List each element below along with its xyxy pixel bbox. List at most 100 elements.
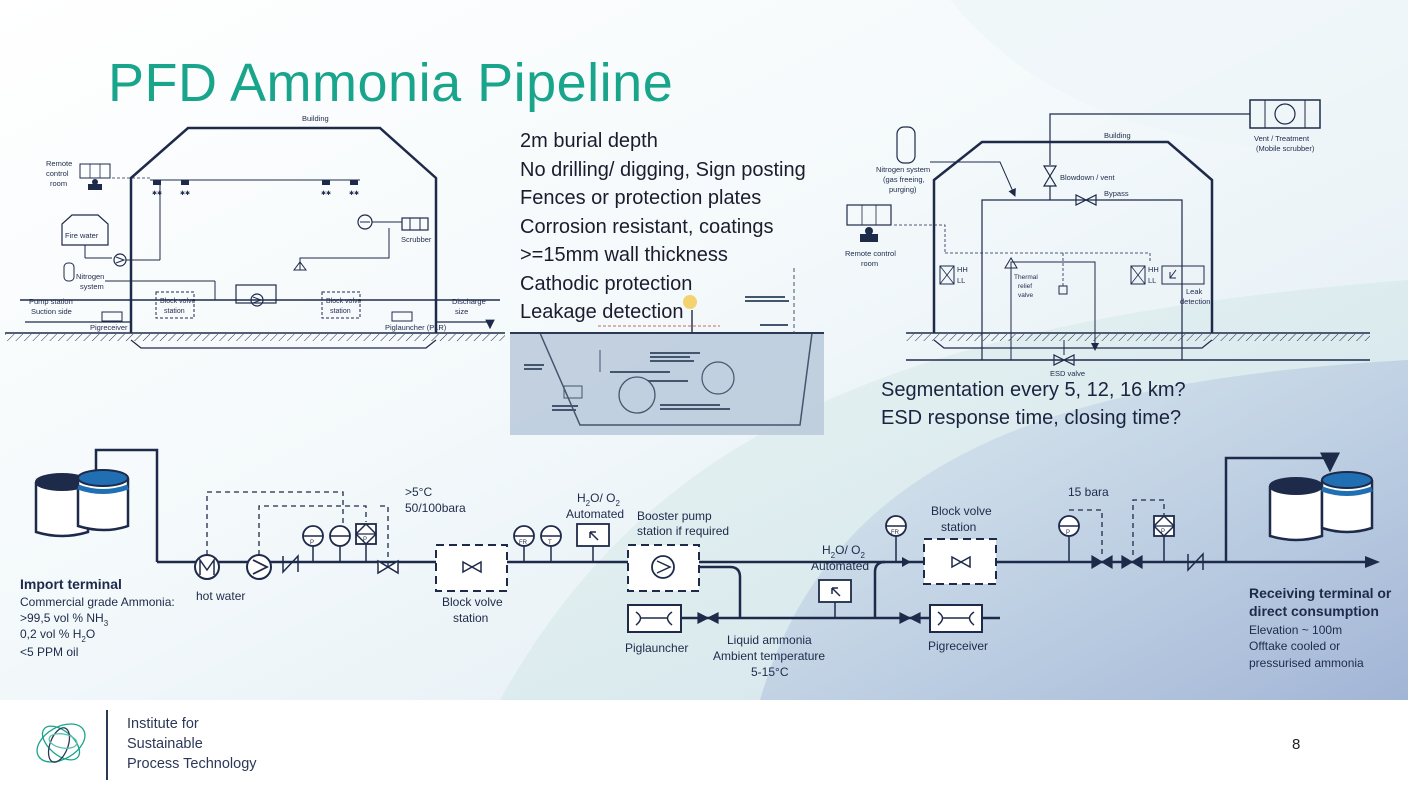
pressure-indicator-icon (302, 525, 324, 562)
thermal-relief-valve-icon (1004, 257, 1018, 269)
pigreceiver-label: Pigreceiver (90, 323, 128, 332)
leak-detection-icon (1161, 265, 1205, 285)
nitrogen-label-2: system (80, 282, 104, 291)
n2-label-2: (gas freeing, (883, 175, 925, 184)
level-switch-left (939, 265, 955, 285)
control-valve-icon (377, 559, 399, 575)
trench-diagram (510, 268, 824, 435)
requirement-item: Leakage detection (520, 301, 684, 323)
footer-divider (106, 710, 108, 780)
leak-label-2: detection (1180, 297, 1210, 306)
institute-line: Institute for (127, 716, 199, 732)
segmentation-questions: Segmentation every 5, 12, 16 km? ESD res… (881, 376, 1186, 432)
n2-label-1: Nitrogen system (876, 165, 930, 174)
import-line-4: <5 PPM oil (20, 645, 78, 659)
slide-background (0, 0, 1408, 700)
discharge-label-1: Discharge (452, 297, 486, 306)
valve-building-diagram: Building Vent / Treatment (Mobile scrubb… (845, 99, 1370, 378)
remote-control-label-1: Remote (46, 159, 72, 168)
building-outline-right (932, 140, 1214, 333)
bvs-left-2: station (164, 308, 185, 315)
level-switch-right (1130, 265, 1146, 285)
requirement-item: Corrosion resistant, coatings (520, 215, 774, 238)
requirements-list: 2m burial depth No drilling/ digging, Si… (520, 127, 806, 327)
import-line-2: >99,5 vol % NH3 (20, 611, 109, 628)
pressure-15-label: 15 bara (1068, 485, 1109, 499)
nitrogen-cylinder (63, 262, 75, 282)
import-line-1: Commercial grade Ammonia: (20, 595, 175, 609)
fire-water-label: Fire water (65, 231, 99, 240)
piglauncher-icon (391, 311, 413, 322)
pressure-transmitter-icon (354, 522, 378, 562)
remote-control-icon (79, 163, 111, 190)
instr-p-2: P (363, 537, 367, 543)
bvs2-label-1: Block volve (931, 504, 992, 518)
bypass-label: Bypass (1104, 189, 1129, 198)
hhll-right-2: LL (1148, 276, 1156, 285)
liquid-ammonia-2: Ambient temperature (713, 649, 825, 663)
requirement-item: Fences or protection plates (520, 187, 762, 209)
booster-pump-station (627, 544, 700, 592)
institute-name: Institute for Sustainable Process Techno… (127, 714, 257, 774)
receiving-title-2: direct consumption (1249, 603, 1379, 619)
blowdown-label: Blowdown / vent (1060, 173, 1116, 182)
analyzer-icon (576, 523, 610, 562)
flow-indicator-icon (885, 515, 907, 562)
requirement-item: 2m burial depth (520, 130, 658, 152)
bypass-valve-icon (1075, 194, 1097, 206)
pressure-transmitter-icon-2 (1152, 514, 1176, 562)
check-valve-icon (282, 554, 299, 574)
piglauncher-label: Piglauncher (PLR) (385, 323, 447, 332)
institute-logo-icon (36, 723, 86, 763)
requirement-item: No drilling/ digging, Sign posting (520, 158, 806, 181)
analyzer2-formula: H2O/ O2 (822, 543, 865, 560)
remote-control-icon-right (846, 204, 892, 242)
hot-water-label: hot water (196, 589, 245, 603)
bvs2-label-2: station (941, 520, 976, 534)
n2-label-3: purging) (889, 185, 917, 194)
receiving-line-3: pressurised ammonia (1249, 656, 1364, 670)
liquid-ammonia-3: 5-15°C (751, 665, 789, 679)
nitrogen-cylinder-right (896, 126, 916, 164)
bvs1-label-1: Block volve (442, 595, 503, 609)
discharge-label-2: size (455, 307, 468, 316)
pump-icon (250, 293, 264, 307)
check-valve-icon-2 (1187, 552, 1204, 572)
instr-t: T (548, 540, 552, 546)
heater-icon (194, 554, 220, 580)
svg-text:✱✱: ✱✱ (349, 190, 359, 197)
temperature-indicator-icon-2 (540, 525, 562, 562)
analyzer1-formula: H2O/ O2 (577, 491, 620, 508)
import-line-3: 0,2 vol % H2O (20, 627, 95, 644)
booster-label-2: station if required (637, 524, 729, 538)
liquid-ammonia-1: Liquid ammonia (727, 633, 812, 647)
block-valve-box-right (321, 291, 361, 319)
trv-label-2: relief (1018, 283, 1032, 290)
rcr-label-2: room (861, 259, 878, 268)
receiving-tank-icon (1268, 471, 1374, 542)
building-label: Building (302, 114, 329, 123)
hhll-left-1: HH (957, 265, 968, 274)
pump-station-label-2: Suction side (31, 307, 72, 316)
blowdown-valve-icon (1042, 165, 1058, 187)
process-flow: P P >5°C 50/100bara Block volve station (20, 448, 1392, 679)
pipeline-icon (618, 376, 656, 414)
bvs-right-1: Block volve (326, 298, 362, 305)
pigreceiver-flow-label: Pigreceiver (928, 639, 988, 653)
temp-label: >5°C (405, 485, 432, 499)
block-valve-box-left (155, 291, 195, 319)
requirement-item: >=15mm wall thickness (520, 244, 728, 266)
valve-actuator-icon (1058, 285, 1068, 295)
import-tank-icon (34, 469, 130, 538)
vent-label-1: Vent / Treatment (1254, 134, 1310, 143)
instr-p-3: P (1066, 530, 1070, 536)
pump-box (235, 284, 277, 304)
temperature-indicator-icon (329, 525, 351, 562)
requirement-item: Cathodic protection (520, 272, 693, 295)
institute-line: Sustainable (127, 736, 203, 752)
esd-label: ESD valve (1050, 369, 1085, 378)
fire-water-tank (61, 214, 109, 246)
instr-p-1: P (310, 540, 314, 546)
piglauncher-icon-flow (627, 604, 682, 633)
